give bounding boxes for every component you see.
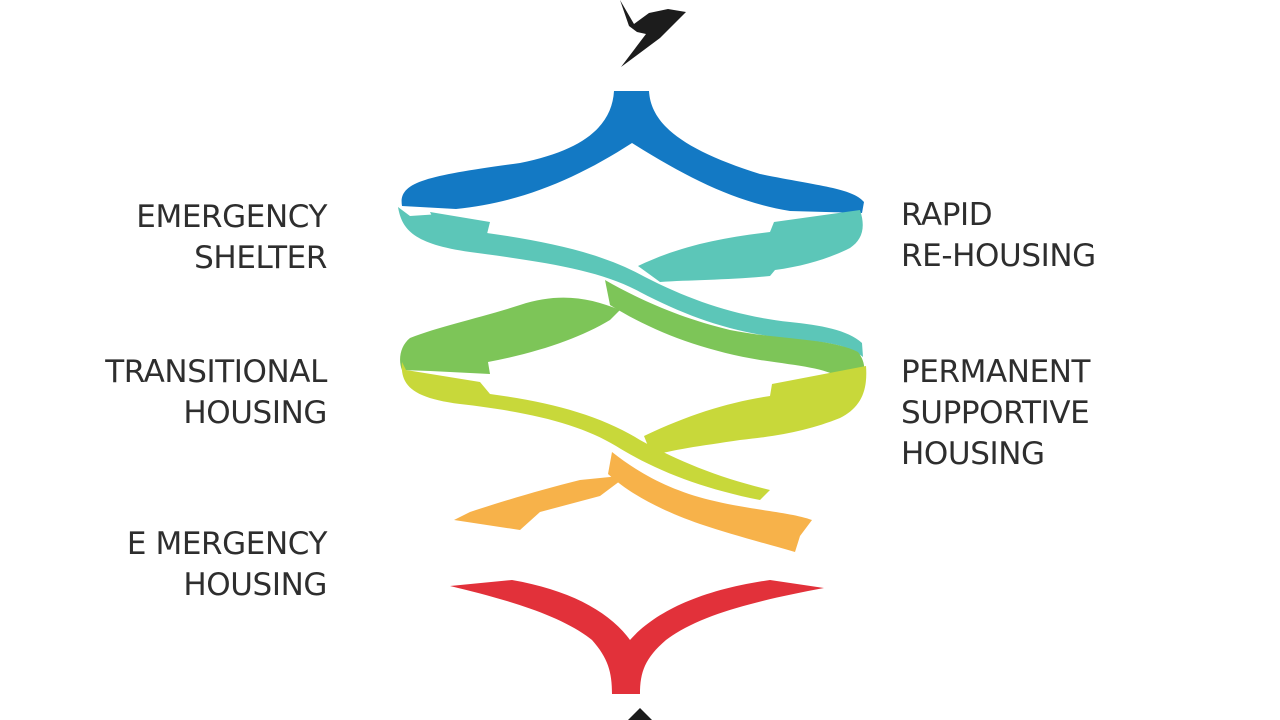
label-emergency-shelter: EMERGENCY SHELTER	[136, 197, 327, 279]
yellow-green-band	[401, 362, 770, 500]
label-emergency-housing: E MERGENCY HOUSING	[126, 524, 328, 606]
label-line: RE-HOUSING	[901, 238, 1096, 274]
label-permanent-supportive-housing: PERMANENT SUPPORTIVE HOUSING	[901, 352, 1090, 475]
label-line: RAPID	[901, 197, 993, 233]
green-arrow-left	[400, 297, 620, 374]
teal-arrowhead-left	[430, 212, 490, 238]
teal-arrow-right	[638, 210, 863, 282]
label-line: E MERGENCY	[126, 526, 328, 562]
label-line: HOUSING	[901, 436, 1045, 472]
label-line: HOUSING	[183, 567, 327, 603]
blue-band	[401, 91, 864, 213]
label-line: TRANSITIONAL	[105, 354, 327, 390]
lightning-bolt-icon	[620, 0, 686, 67]
label-transitional-housing: TRANSITIONAL HOUSING	[105, 352, 327, 434]
orange-arrow-left	[454, 476, 624, 530]
green-band	[605, 280, 865, 382]
label-line: SUPPORTIVE	[901, 395, 1090, 431]
orange-band	[608, 452, 812, 552]
teal-band-crossing	[398, 207, 863, 357]
label-line: EMERGENCY	[136, 199, 327, 235]
label-line: SHELTER	[194, 240, 327, 276]
yellow-green-arrow-right	[644, 366, 867, 456]
label-line: HOUSING	[183, 395, 327, 431]
arrow-up-icon	[628, 708, 652, 720]
red-band	[450, 580, 824, 694]
label-rapid-rehousing: RAPID RE-HOUSING	[901, 195, 1096, 277]
label-line: PERMANENT	[901, 354, 1091, 390]
